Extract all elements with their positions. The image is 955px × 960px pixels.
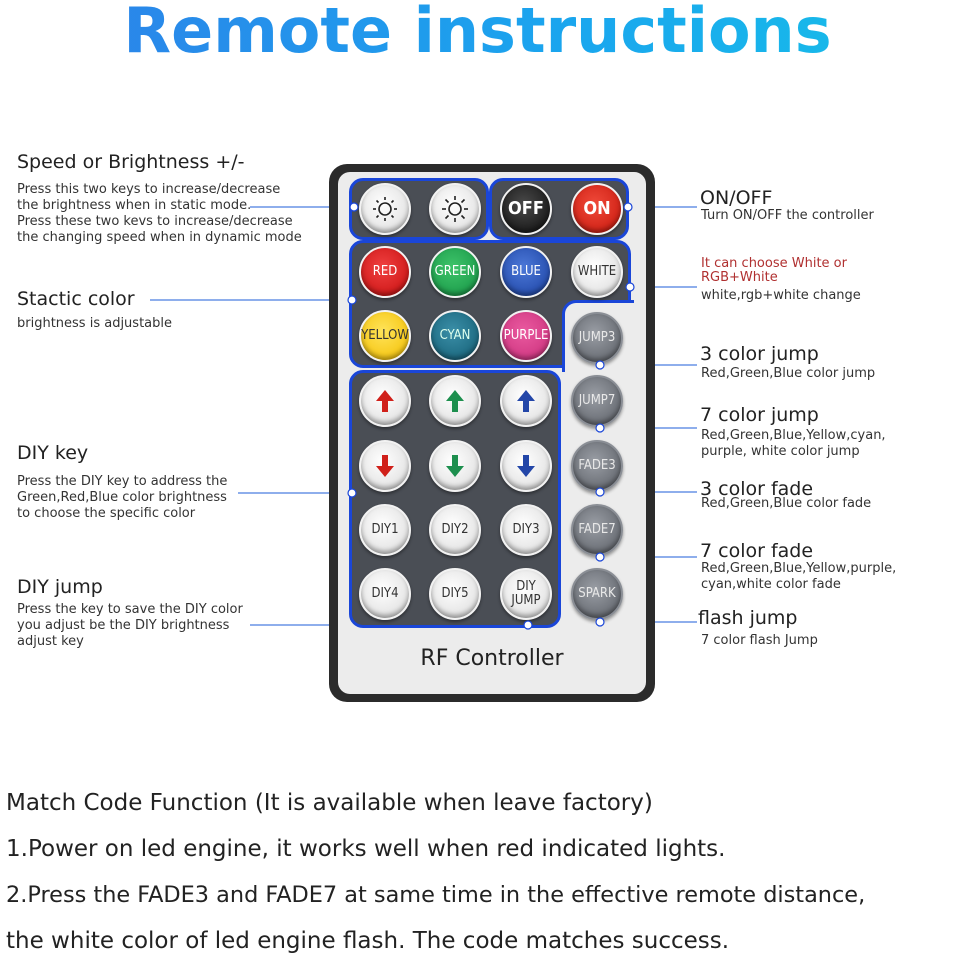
diy4-button[interactable]: DIY4 (359, 568, 411, 620)
instruction-step-2: 2.Press the FADE3 and FADE7 at same time… (6, 882, 866, 908)
red-button[interactable]: RED (359, 246, 411, 298)
red-up-button[interactable] (359, 375, 411, 427)
instruction-heading: Match Code Function (It is available whe… (6, 790, 653, 816)
sun-dim-icon (373, 197, 397, 221)
diy-jump-button[interactable]: DIY JUMP (500, 568, 552, 620)
green-button[interactable]: GREEN (429, 246, 481, 298)
arrow-down-blue-icon (517, 455, 535, 477)
arrow-up-green-icon (446, 390, 464, 412)
fade7-title: 7 color fade (700, 540, 814, 562)
desc-line: adjust key (17, 634, 84, 649)
desc-line: It can choose White or (701, 256, 847, 271)
desc-line: cyan,white color fade (701, 577, 841, 592)
jump7-title: 7 color jump (700, 404, 819, 426)
diy1-button[interactable]: DIY1 (359, 504, 411, 556)
fade7-button[interactable]: FADE7 (571, 504, 623, 556)
static-color-desc: brightness is adjustable (17, 316, 172, 331)
static-color-title: Stactic color (17, 288, 135, 310)
jump3-button[interactable]: JUMP3 (571, 312, 623, 364)
off-button[interactable]: OFF (500, 183, 552, 235)
blue-down-button[interactable] (500, 440, 552, 492)
flash-jump-desc: 7 color flash Jump (701, 633, 818, 648)
fade7-desc: Red,Green,Blue,Yellow,purple, cyan,white… (701, 561, 896, 593)
blue-up-button[interactable] (500, 375, 552, 427)
flash-jump-title: flash jump (698, 607, 798, 629)
jump3-title: 3 color jump (700, 343, 819, 365)
desc-line: you adjust be the DIY brightness (17, 618, 230, 633)
yellow-button[interactable]: YELLOW (359, 310, 411, 362)
desc-line: Press this two keys to increase/decrease (17, 182, 281, 197)
desc-line: Red,Green,Blue,Yellow,cyan, (701, 428, 886, 443)
desc-line: RGB+White (701, 270, 778, 285)
desc-line: Press the DIY key to address the (17, 474, 228, 489)
arrow-down-red-icon (376, 455, 394, 477)
diy-jump-label-line1: DIY (516, 579, 536, 594)
fade3-desc: Red,Green,Blue color fade (701, 496, 872, 511)
desc-line: to choose the specific color (17, 506, 196, 521)
sun-bright-icon (442, 196, 468, 222)
fade3-title: 3 color fade (700, 478, 814, 500)
green-up-button[interactable] (429, 375, 481, 427)
desc-line: the brightness when in static mode. (17, 198, 252, 213)
purple-button[interactable]: PURPLE (500, 310, 552, 362)
arrow-down-green-icon (446, 455, 464, 477)
brightness-down-button[interactable] (359, 183, 411, 235)
spark-button[interactable]: SPARK (571, 568, 623, 620)
on-off-desc: Turn ON/OFF the controller (701, 208, 874, 223)
arrow-up-blue-icon (517, 390, 535, 412)
blue-button[interactable]: BLUE (500, 246, 552, 298)
diy-key-desc: Press the DIY key to address the Green,R… (17, 474, 227, 522)
jump7-button[interactable]: JUMP7 (571, 375, 623, 427)
diy-jump-label-line2: JUMP (511, 593, 541, 608)
desc-line: purple, white color jump (701, 444, 860, 459)
speed-brightness-title: Speed or Brightness +/- (17, 151, 245, 173)
brightness-up-button[interactable] (429, 183, 481, 235)
speed-brightness-desc: Press this two keys to increase/decrease… (17, 182, 302, 246)
white-desc: white,rgb+white change (701, 288, 861, 303)
desc-line: Green,Red,Blue color brightness (17, 490, 227, 505)
jump3-desc: Red,Green,Blue color jump (701, 366, 876, 381)
page-title: Remote instructions (0, 0, 955, 67)
diy-jump-title: DIY jump (17, 576, 103, 598)
diy-jump-desc: Press the key to save the DIY color you … (17, 602, 243, 650)
on-off-title: ON/OFF (700, 187, 773, 209)
diy2-button[interactable]: DIY2 (429, 504, 481, 556)
desc-line: Press the key to save the DIY color (17, 602, 243, 617)
diy-key-title: DIY key (17, 442, 89, 464)
diy5-button[interactable]: DIY5 (429, 568, 481, 620)
on-button[interactable]: ON (571, 183, 623, 235)
cyan-button[interactable]: CYAN (429, 310, 481, 362)
instruction-step-1: 1.Power on led engine, it works well whe… (6, 836, 726, 862)
green-down-button[interactable] (429, 440, 481, 492)
instruction-step-2-cont: the white color of led engine flash. The… (6, 928, 730, 954)
desc-line: Press these two kevs to increase/decreas… (17, 214, 293, 229)
red-down-button[interactable] (359, 440, 411, 492)
desc-line: the changing speed when in dynamic mode (17, 230, 302, 245)
remote-footer-label: RF Controller (420, 646, 564, 671)
jump7-desc: Red,Green,Blue,Yellow,cyan, purple, whit… (701, 428, 886, 460)
diy3-button[interactable]: DIY3 (500, 504, 552, 556)
arrow-up-red-icon (376, 390, 394, 412)
desc-line: Red,Green,Blue,Yellow,purple, (701, 561, 897, 576)
white-note: It can choose White or RGB+White (701, 257, 847, 285)
white-button[interactable]: WHITE (571, 246, 623, 298)
